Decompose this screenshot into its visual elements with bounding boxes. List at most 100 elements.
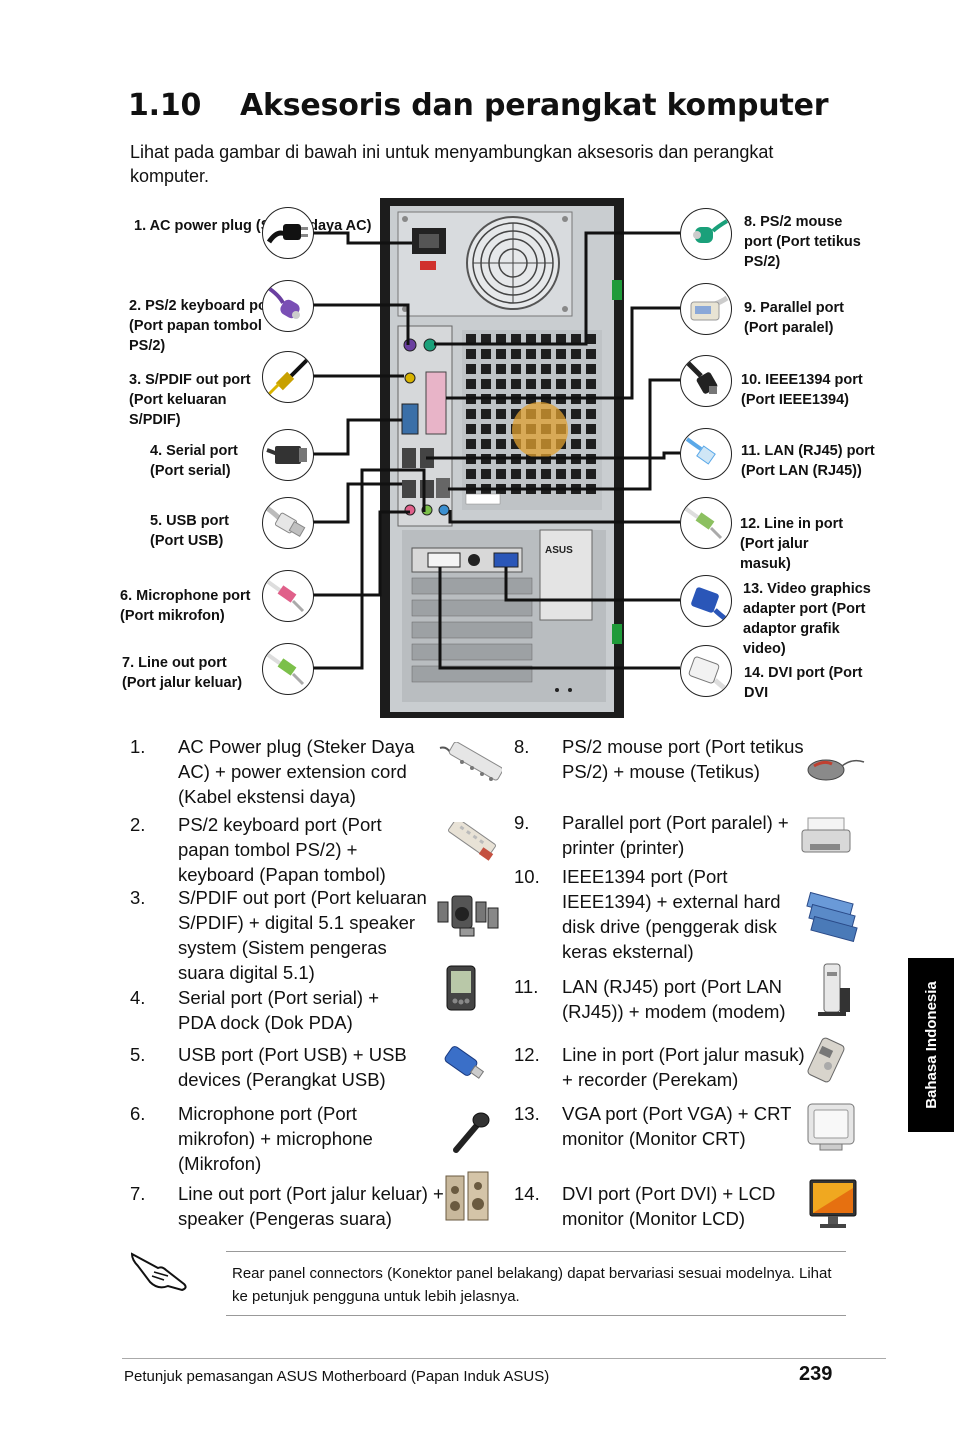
case-brand-label: ASUS [545,545,573,556]
pointing-hand-icon [130,1252,187,1292]
vent-hole [526,469,536,479]
vent-hole [541,424,551,434]
vent-hole [466,364,476,374]
vent-hole [526,379,536,389]
vent-hole [541,484,551,494]
vent-hole [586,334,596,344]
dvi-plug-icon [680,645,732,697]
vent-hole [466,469,476,479]
vent-hole [466,484,476,494]
vent-hole [586,439,596,449]
vent-hole [496,334,506,344]
modem-icon [818,963,850,1016]
vent-hole [541,349,551,359]
lan-plug-icon [680,428,732,480]
vent-hole [526,454,536,464]
vent-hole [526,334,536,344]
list-item-number: 7. [130,1183,146,1204]
list-item-number: 6. [130,1103,146,1124]
section-number: 1.10 [128,88,202,123]
vent-hole [556,424,566,434]
vent-hole [496,469,506,479]
power-strip-icon [439,742,502,781]
vent-hole [466,379,476,389]
vent-hole [511,394,521,404]
crt-monitor-icon [807,1103,855,1151]
vent-hole [496,409,506,419]
vent-hole [496,424,506,434]
vent-hole [481,394,491,404]
footer-text: Petunjuk pemasangan ASUS Motherboard (Pa… [124,1368,550,1385]
vent-hole [541,454,551,464]
vent-hole [541,439,551,449]
line-in-plug-icon [680,497,732,549]
speaker-system-icon [437,895,499,937]
vent-hole [481,364,491,374]
list-item-number: 5. [130,1044,146,1065]
ps2-keyboard-plug-icon [262,280,314,332]
section-title: Aksesoris dan perangkat komputer [240,88,829,123]
list-item-number: 4. [130,987,146,1008]
microphone-plug-icon [262,570,314,622]
vent-hole [556,484,566,494]
vent-hole [571,409,581,419]
list-item-text: LAN (RJ45) port (Port LAN (RJ45)) + mode… [562,976,786,1022]
vent-hole [556,349,566,359]
vent-hole [496,349,506,359]
vent-hole [481,469,491,479]
list-item-text: PS/2 keyboard port (Port papan tombol PS… [178,814,386,885]
vent-hole [496,484,506,494]
list-item-number: 9. [514,812,530,833]
language-side-tab: Bahasa Indonesia [908,958,954,1132]
list-item-number: 8. [514,736,530,757]
vent-hole [466,394,476,404]
label-usb-port: 5. USB port (Port USB) [150,513,229,549]
vent-hole [511,439,521,449]
line-out-plug-icon [262,643,314,695]
note-text: Rear panel connectors (Konektor panel be… [232,1265,832,1305]
vent-hole [466,349,476,359]
keyboard-icon [448,822,496,861]
vent-hole [571,394,581,404]
vent-hole [526,439,536,449]
label-vga-port: 13. Video graphics adapter port (Port ad… [743,581,871,657]
vent-hole [571,364,581,374]
vent-hole [511,454,521,464]
vent-hole [586,364,596,374]
vent-hole [511,349,521,359]
serial-plug-icon [262,429,314,481]
list-item-text: USB port (Port USB) + USB devices (Peran… [178,1044,407,1090]
vent-hole [481,409,491,419]
list-item-text: Serial port (Port serial) + PDA dock (Do… [178,987,379,1033]
vent-hole [556,454,566,464]
vent-hole [586,484,596,494]
vent-hole [481,334,491,344]
vent-hole [541,364,551,374]
connector-lines [312,231,680,670]
vent-hole [526,484,536,494]
vent-hole [571,469,581,479]
list-item-text: IEEE1394 port (Port IEEE1394) + external… [562,866,781,962]
usb-plug-icon [262,497,314,549]
list-item-number: 10. [514,866,540,887]
list-item-text: Parallel port (Port paralel) + printer (… [562,812,789,858]
list-item-text: Line in port (Port jalur masuk) + record… [562,1044,805,1090]
side-tab-label: Bahasa Indonesia [922,981,940,1109]
vent-hole [586,379,596,389]
vent-hole [571,424,581,434]
vent-hole [511,409,521,419]
parallel-plug-icon [680,283,732,335]
list-item-text: Microphone port (Port mikrofon) + microp… [178,1103,373,1174]
ac-power-plug-icon [262,207,314,259]
vent-hole [541,409,551,419]
vent-hole [526,424,536,434]
printer-icon [801,817,851,853]
vent-hole [526,349,536,359]
label-serial-port: 4. Serial port (Port serial) [150,443,238,479]
note-box [226,1251,846,1316]
intro-paragraph: Lihat pada gambar di bawah ini untuk men… [130,142,774,186]
vent-hole [496,394,506,404]
list-item-number: 2. [130,814,146,835]
vent-hole [466,424,476,434]
usb-drive-icon [444,1046,485,1079]
